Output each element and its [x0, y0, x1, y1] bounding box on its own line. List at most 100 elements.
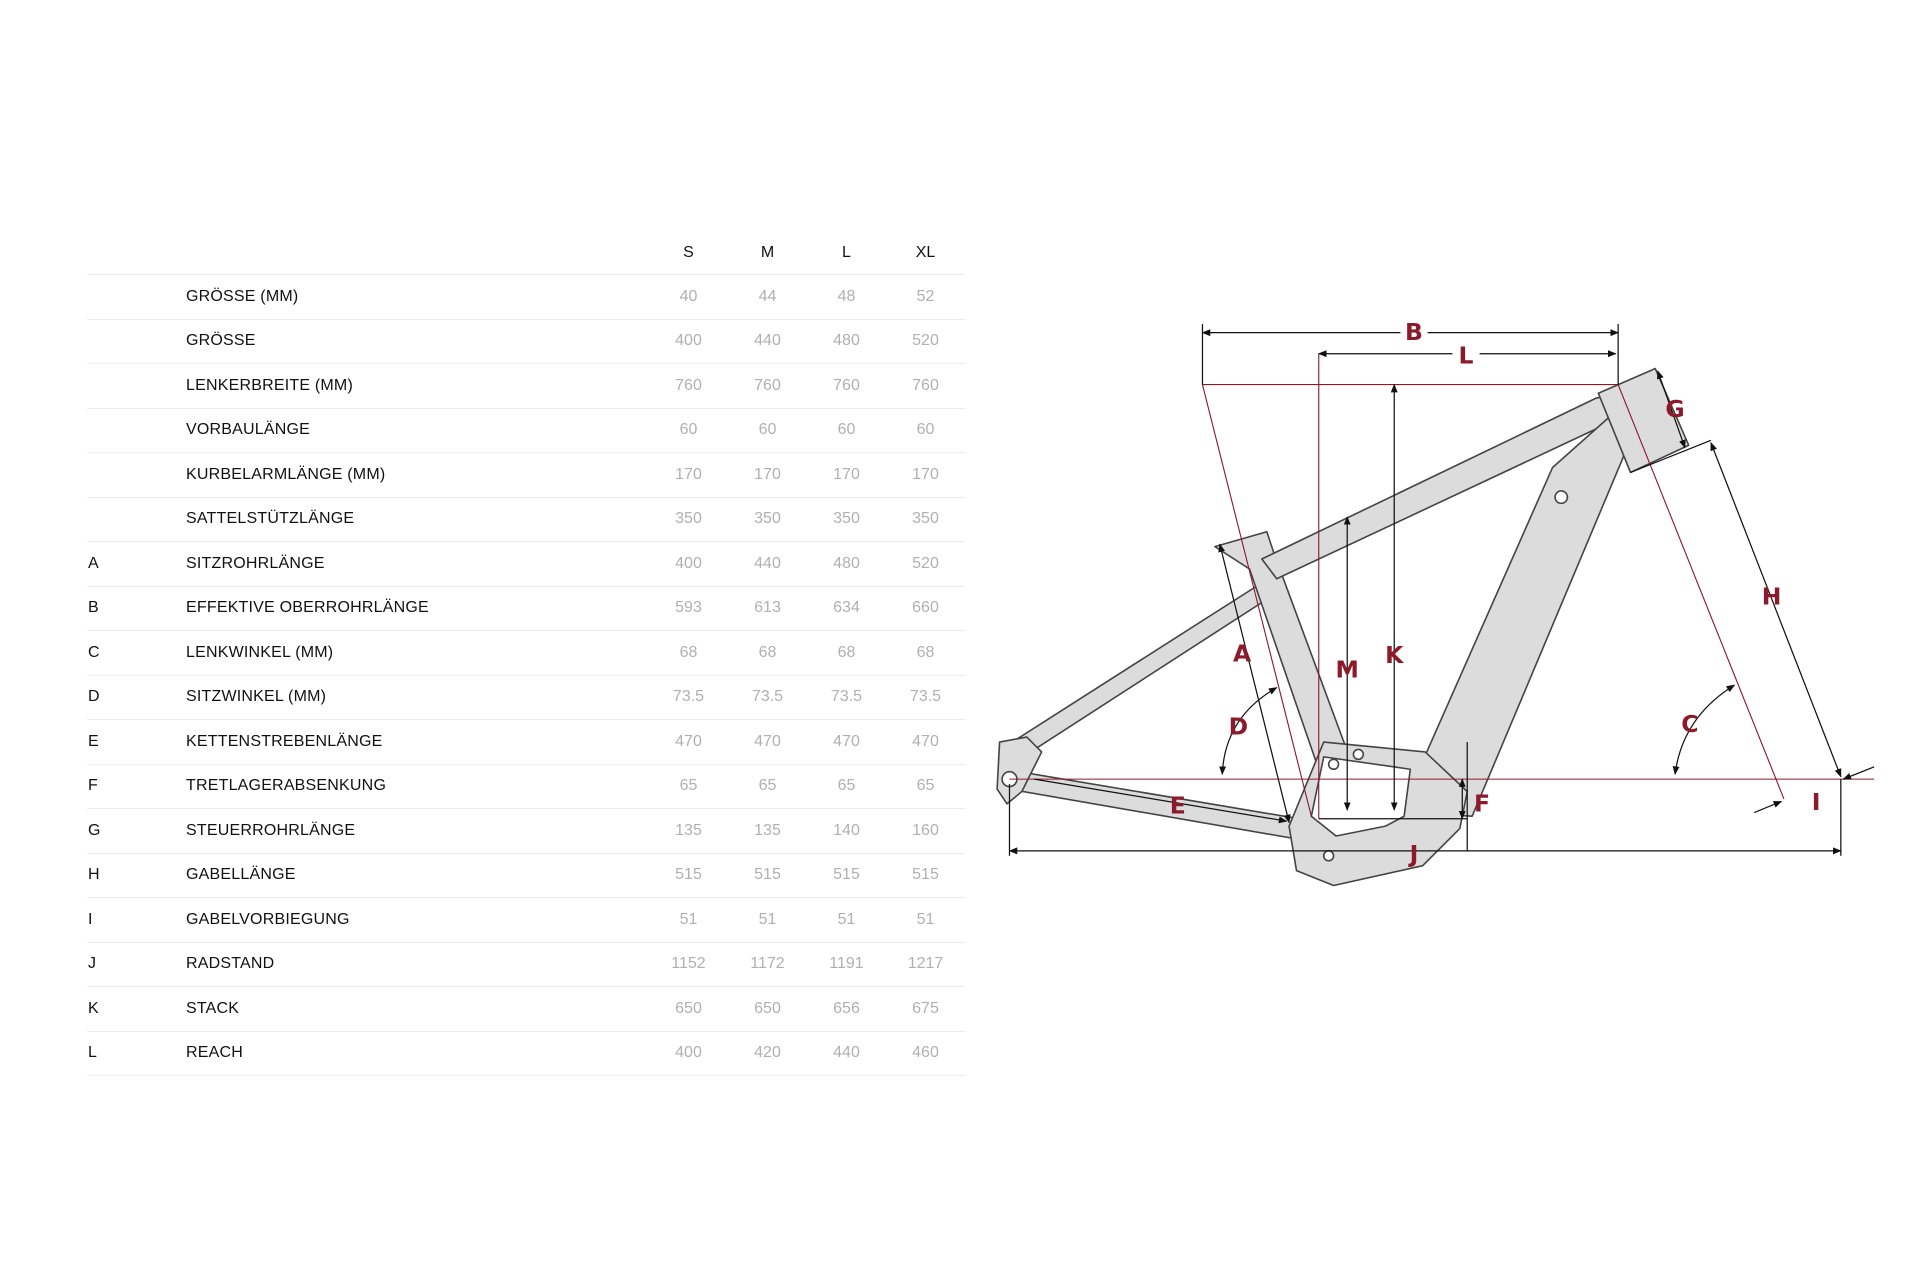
row-code: [87, 363, 185, 408]
row-value: 73.5: [728, 674, 807, 720]
row-value: 68: [649, 630, 728, 675]
label-m: M: [1336, 656, 1359, 684]
row-value: 1191: [807, 941, 886, 987]
row-value: 68: [807, 630, 886, 675]
row-value: 400: [649, 1030, 728, 1076]
row-value: 520: [886, 541, 965, 586]
row-value: 760: [886, 363, 965, 408]
row-code: [87, 452, 185, 497]
row-value: 1152: [649, 941, 728, 987]
row-value: 650: [728, 986, 807, 1031]
row-label: LENKERBREITE (MM): [185, 363, 649, 408]
row-label: SATTELSTÜTZLÄNGE: [185, 496, 649, 542]
row-value: 170: [886, 452, 965, 497]
row-label: SITZWINKEL (MM): [185, 674, 649, 720]
row-value: 650: [649, 986, 728, 1031]
row-value: 170: [728, 452, 807, 497]
row-value: 60: [886, 407, 965, 453]
dimension-labels: B L G H A M K D C E F I J: [1170, 318, 1821, 868]
row-value: 51: [807, 897, 886, 942]
row-code: A: [87, 541, 185, 586]
row-value: 440: [807, 1030, 886, 1076]
row-value: 1217: [886, 941, 965, 987]
row-code: H: [87, 852, 185, 898]
row-value: 470: [807, 719, 886, 764]
row-label: STEUERROHRLÄNGE: [185, 808, 649, 853]
label-e: E: [1170, 792, 1186, 820]
label-d: D: [1229, 713, 1249, 741]
row-value: 44: [728, 274, 807, 319]
column-header-m: M: [760, 244, 775, 261]
row-value: 65: [649, 763, 728, 809]
row-value: 760: [649, 363, 728, 408]
table-header-row: S M L XL: [87, 232, 965, 275]
row-code: F: [87, 763, 185, 809]
row-value: 60: [728, 407, 807, 453]
row-value: 634: [807, 585, 886, 631]
row-value: 400: [649, 541, 728, 586]
row-value: 48: [807, 274, 886, 319]
row-value: 440: [728, 541, 807, 586]
row-code: J: [87, 941, 185, 987]
row-label: GABELLÄNGE: [185, 852, 649, 898]
label-i: I: [1812, 788, 1821, 816]
column-header-l: L: [842, 244, 851, 261]
row-value: 520: [886, 318, 965, 364]
label-j: J: [1408, 840, 1419, 868]
row-value: 68: [886, 630, 965, 675]
row-code: L: [87, 1030, 185, 1076]
row-code: [87, 318, 185, 364]
row-value: 65: [807, 763, 886, 809]
row-code: G: [87, 808, 185, 853]
label-a: A: [1233, 640, 1252, 668]
row-value: 470: [886, 719, 965, 764]
row-value: 73.5: [807, 674, 886, 720]
column-header-s: S: [683, 244, 694, 261]
row-value: 480: [807, 541, 886, 586]
row-code: I: [87, 897, 185, 942]
row-value: 60: [807, 407, 886, 453]
row-value: 420: [728, 1030, 807, 1076]
row-value: 760: [807, 363, 886, 408]
row-value: 40: [649, 274, 728, 319]
row-value: 350: [807, 496, 886, 542]
row-value: 656: [807, 986, 886, 1031]
label-g: G: [1665, 395, 1684, 423]
row-value: 350: [649, 496, 728, 542]
label-h: H: [1762, 583, 1782, 611]
row-label: GRÖSSE: [185, 318, 649, 364]
label-c: C: [1681, 710, 1698, 738]
row-label: GABELVORBIEGUNG: [185, 897, 649, 942]
frame-drawing: [996, 367, 1690, 887]
row-code: E: [87, 719, 185, 764]
row-value: 515: [807, 852, 886, 898]
row-value: 675: [886, 986, 965, 1031]
label-l: L: [1458, 342, 1473, 370]
row-value: 135: [649, 808, 728, 853]
label-f: F: [1474, 789, 1490, 817]
row-value: 51: [886, 897, 965, 942]
label-k: K: [1385, 641, 1404, 669]
row-label: SITZROHRLÄNGE: [185, 541, 649, 586]
row-value: 160: [886, 808, 965, 853]
row-value: 73.5: [649, 674, 728, 720]
row-code: K: [87, 986, 185, 1031]
row-value: 460: [886, 1030, 965, 1076]
row-label: TRETLAGERABSENKUNG: [185, 763, 649, 809]
row-value: 480: [807, 318, 886, 364]
row-value: 170: [807, 452, 886, 497]
